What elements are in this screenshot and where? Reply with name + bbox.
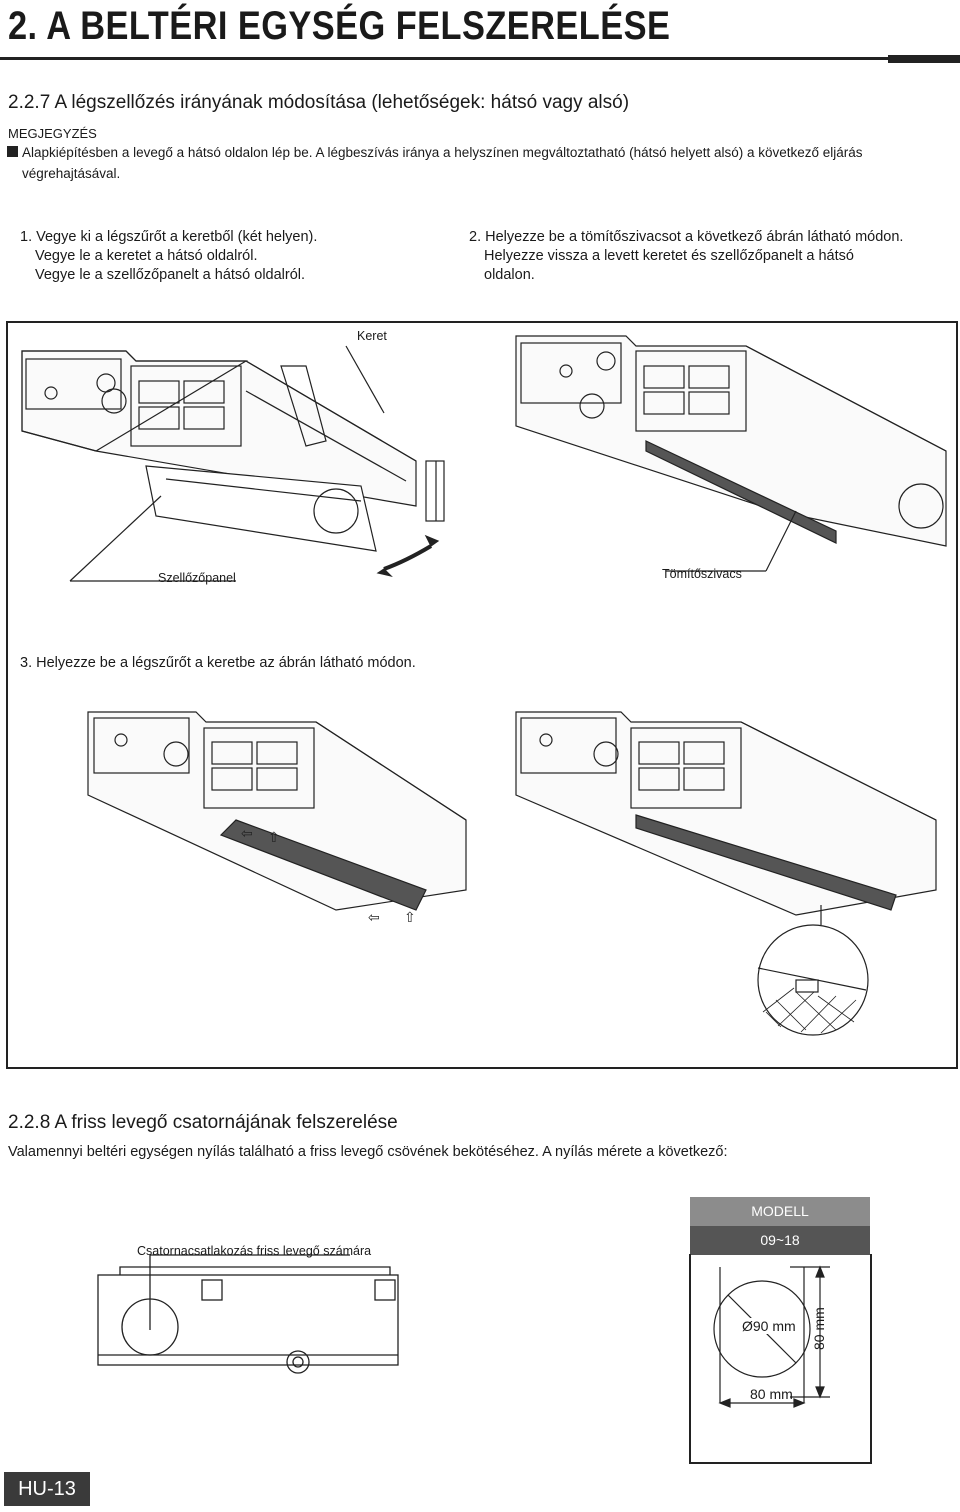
section-227-heading: 2.2.7 A légszellőzés irányának módosítás… [8, 92, 630, 113]
opening-height-label: 80 mm [811, 1307, 827, 1350]
svg-text:⇧: ⇧ [404, 909, 416, 925]
title-rule-cap [888, 55, 960, 63]
label-szellozopanel: Szellőzőpanel [158, 571, 236, 585]
opening-diameter-label: Ø90 mm [740, 1318, 798, 1334]
opening-width-label: 80 mm [750, 1386, 793, 1402]
step-2-line-3: oldalon. [484, 267, 535, 283]
opening-dimension-cell [689, 1254, 872, 1464]
label-tomitoszivacs: Tömítőszivacs [662, 567, 742, 581]
indoor-unit-left-drawing [21, 350, 445, 578]
note-text: Alapkiépítésben a levegő a hátsó oldalon… [22, 145, 863, 181]
step-1-line-1: 1. Vegye ki a légszűrőt a keretből (két … [20, 229, 318, 245]
step-3-illustration: ⇦ ⇧ ⇦ ⇧ [87, 711, 937, 1036]
note-label: MEGJEGYZÉS [8, 126, 97, 141]
step-2-line-2: Helyezze vissza a levett keretet és szel… [484, 248, 854, 264]
step-1-2-illustration [21, 335, 947, 582]
step-2-line-1: 2. Helyezze be a tömítőszivacsot a követ… [469, 229, 904, 245]
section-228-intro: Valamennyi beltéri egységen nyílás talál… [8, 1144, 728, 1160]
indoor-unit-filter-left-drawing: ⇦ ⇧ ⇦ ⇧ [87, 711, 467, 925]
title-rule [0, 57, 960, 60]
fresh-air-duct-drawing [97, 1254, 399, 1374]
table-model-value: 09~18 [690, 1226, 870, 1255]
step-1-line-2: Vegye le a keretet a hátsó oldalról. [35, 248, 258, 264]
opening-dimension-drawing [713, 1265, 830, 1408]
step-3: 3. Helyezze be a légszűrőt a keretbe az … [20, 654, 416, 673]
note-bullet-icon [7, 146, 18, 157]
svg-text:⇦: ⇦ [368, 909, 380, 925]
table-header-modell: MODELL [690, 1197, 870, 1226]
svg-text:⇧: ⇧ [268, 829, 280, 845]
page-title: 2. A BELTÉRI EGYSÉG FELSZERELÉSE [8, 4, 671, 48]
svg-text:⇦: ⇦ [241, 825, 253, 841]
step-1-line-3: Vegye le a szellőzőpanelt a hátsó oldalr… [35, 267, 306, 283]
step-3-line-1: 3. Helyezze be a légszűrőt a keretbe az … [20, 655, 416, 671]
indoor-unit-right-drawing [515, 335, 947, 572]
step-2: 2. Helyezze be a tömítőszivacsot a követ… [469, 228, 903, 285]
indoor-unit-filter-right-drawing [515, 711, 937, 1036]
installation-figure-frame [6, 321, 958, 1069]
label-keret: Keret [357, 329, 387, 343]
section-228-heading: 2.2.8 A friss levegő csatornájának felsz… [8, 1112, 398, 1133]
page-number: HU-13 [4, 1472, 90, 1506]
step-1: 1. Vegye ki a légszűrőt a keretből (két … [20, 228, 317, 285]
